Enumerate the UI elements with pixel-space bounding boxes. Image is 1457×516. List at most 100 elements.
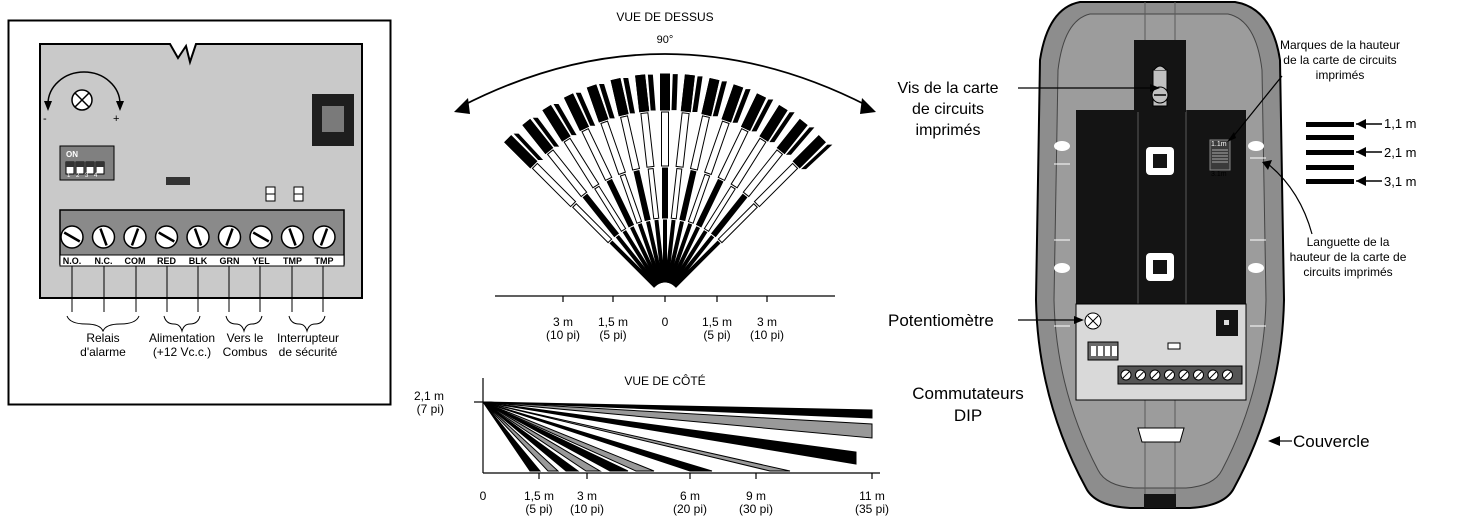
dip-numbers: 1 2 3 4	[67, 173, 100, 179]
side-detection-beam	[482, 401, 713, 472]
terminal-screw-icon	[91, 225, 116, 249]
top-view-title: VUE DE DESSUS	[616, 10, 714, 24]
top-view-diagram	[454, 53, 876, 302]
terminal-label: COM	[124, 256, 146, 266]
detection-beam	[666, 77, 727, 284]
potentiometer-label: Potentiomètre	[888, 311, 994, 330]
pcb-screw-label-2: de circuits	[911, 101, 985, 118]
detection-beam	[542, 104, 660, 286]
terminal-label: N.C.	[94, 256, 113, 266]
top-tick-value: 1,5 m	[597, 315, 628, 329]
tamper-label-1: Interrupteur	[276, 331, 340, 345]
pcb-screw-label-1: Vis de la carte	[897, 80, 999, 97]
side-tick-sub: (35 pi)	[854, 502, 889, 516]
side-detection-beam	[482, 401, 857, 465]
terminal-screw-icon	[154, 225, 179, 249]
detector-terminal-screw	[1178, 369, 1190, 381]
side-detection-beam	[482, 401, 873, 439]
terminal-label: BLK	[188, 256, 208, 266]
detection-beam	[504, 133, 657, 288]
height-sub-label: (7 pi)	[416, 402, 444, 416]
terminal-label: GRN	[219, 256, 240, 266]
side-tick-value: 9 m	[745, 489, 766, 503]
detector-terminal-screw	[1149, 369, 1161, 381]
side-detection-beam	[482, 401, 873, 419]
side-tick-value: 0	[479, 489, 487, 503]
side-tick-value: 3 m	[576, 489, 597, 503]
top-tick-sub: (10 pi)	[749, 328, 784, 342]
terminal-label: TMP	[314, 256, 334, 266]
top-tick-value: 3 m	[756, 315, 777, 329]
detector-terminal-screw	[1164, 369, 1175, 381]
terminal-screw-icon	[280, 225, 305, 249]
detection-beam	[635, 74, 666, 283]
side-detection-beam	[482, 401, 655, 472]
led	[166, 177, 190, 185]
detector-terminal-screw	[1135, 369, 1146, 381]
mark-11-label: 1.1m	[1211, 141, 1227, 148]
potentiometer-icon	[44, 71, 124, 111]
height-21-label: 2,1 m	[1384, 145, 1417, 160]
cover-label: Couvercle	[1293, 432, 1370, 451]
dip-label-2: DIP	[953, 406, 983, 425]
side-detection-beam	[482, 401, 542, 472]
side-tick-value: 6 m	[679, 489, 700, 503]
wire-leads	[66, 266, 326, 333]
terminal-screw-icon	[249, 225, 273, 249]
top-tick-sub: (5 pi)	[599, 328, 627, 342]
detector-terminal-screw	[1207, 369, 1219, 381]
marks-label-3: imprimés	[1315, 68, 1365, 82]
tamper-label-2: de sécurité	[278, 345, 338, 359]
terminal-screw-icon	[123, 225, 147, 249]
detector-terminal-screw	[1120, 369, 1132, 381]
detector-drawing	[1018, 1, 1382, 509]
marks-label-1: Marques de la hauteur	[1279, 38, 1401, 52]
combus-label-2: Combus	[222, 345, 268, 359]
power-label-1: Alimentation	[148, 331, 216, 345]
side-detection-beam	[482, 401, 580, 472]
side-tick-value: 11 m	[859, 489, 885, 503]
tab-label-3: circuits imprimés	[1303, 265, 1393, 279]
alarm-relay-label-2: d'alarme	[80, 345, 126, 359]
pot-plus-label: +	[113, 113, 120, 125]
arc-left-arrow	[454, 98, 470, 114]
height-31-label: 3,1 m	[1384, 174, 1417, 189]
detection-beam	[671, 118, 815, 287]
dip-label-1: Commutateurs	[912, 384, 1024, 403]
tab-label-2: hauteur de la carte de	[1289, 250, 1407, 264]
marks-label-2: de la carte de circuits	[1283, 53, 1397, 67]
side-tick-sub: (5 pi)	[525, 502, 553, 516]
terminal-block	[59, 209, 345, 267]
detection-beam	[610, 77, 664, 284]
angle-label: 90°	[650, 34, 680, 46]
detection-beam	[670, 104, 795, 286]
terminal-screw-icon	[312, 225, 336, 249]
detection-beam	[667, 84, 751, 284]
terminal-screw-icon	[186, 225, 210, 249]
height-label: 2,1 m	[413, 389, 444, 403]
side-tick-sub: (10 pi)	[569, 502, 604, 516]
side-tick-sub: (30 pi)	[738, 502, 773, 516]
side-tick-value: 1,5 m	[523, 489, 554, 503]
side-detection-beam	[482, 401, 629, 472]
detection-beam	[673, 135, 833, 288]
detection-beam	[522, 117, 659, 287]
power-label-2: (+12 Vc.c.)	[152, 345, 212, 359]
terminal-label: TMP	[283, 256, 302, 266]
terminal-screw-icon	[217, 225, 242, 249]
terminal-screw-icon	[60, 225, 84, 249]
detector-terminal-screw	[1222, 369, 1233, 381]
terminal-label: N.O.	[62, 256, 82, 266]
height-bars	[1306, 119, 1382, 186]
terminal-label: RED	[156, 256, 176, 266]
terminal-label: YEL	[252, 256, 270, 266]
wiring-panel-drawing	[7, 19, 392, 406]
top-tick-value: 1,5 m	[701, 315, 732, 329]
top-tick-sub: (10 pi)	[545, 328, 580, 342]
arc-right-arrow	[860, 98, 876, 114]
detection-beam	[664, 74, 703, 283]
pcb-screw-label-3: imprimés	[915, 122, 981, 139]
detector-terminal-screw	[1193, 369, 1204, 381]
top-tick-value: 3 m	[552, 315, 573, 329]
detection-beam	[563, 92, 661, 285]
